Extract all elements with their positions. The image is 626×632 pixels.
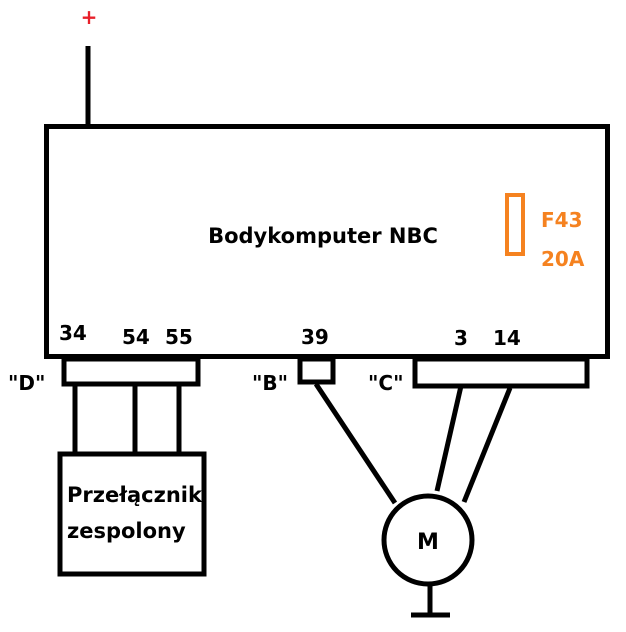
connector-c-label: "C" [368, 371, 404, 395]
motor-label: M [417, 530, 439, 555]
connector-d [61, 356, 201, 387]
pin-54-label: 54 [122, 325, 150, 349]
wire-3 [434, 385, 464, 492]
body-computer-title: Bodykomputer NBC [208, 224, 438, 248]
connector-c [412, 356, 590, 389]
pin-55-label: 55 [165, 325, 193, 349]
connector-b [297, 356, 336, 385]
fuse-name: F43 [541, 208, 583, 232]
fuse-rating: 20A [541, 247, 585, 271]
pin-14-label: 14 [493, 326, 521, 350]
pin-34-label: 34 [59, 321, 87, 345]
pin-3-label: 3 [454, 326, 468, 350]
connector-d-label: "D" [8, 371, 45, 395]
switch-label-line1: Przełącznik [67, 483, 203, 507]
pin-39-label: 39 [301, 325, 329, 349]
wire-14 [461, 387, 513, 503]
connector-b-label: "B" [252, 371, 288, 395]
combination-switch-box [57, 451, 207, 577]
switch-label-line2: zespolony [67, 519, 186, 543]
power-plus-symbol: + [81, 5, 98, 29]
fuse-icon [505, 193, 525, 256]
wire-39 [313, 382, 398, 505]
